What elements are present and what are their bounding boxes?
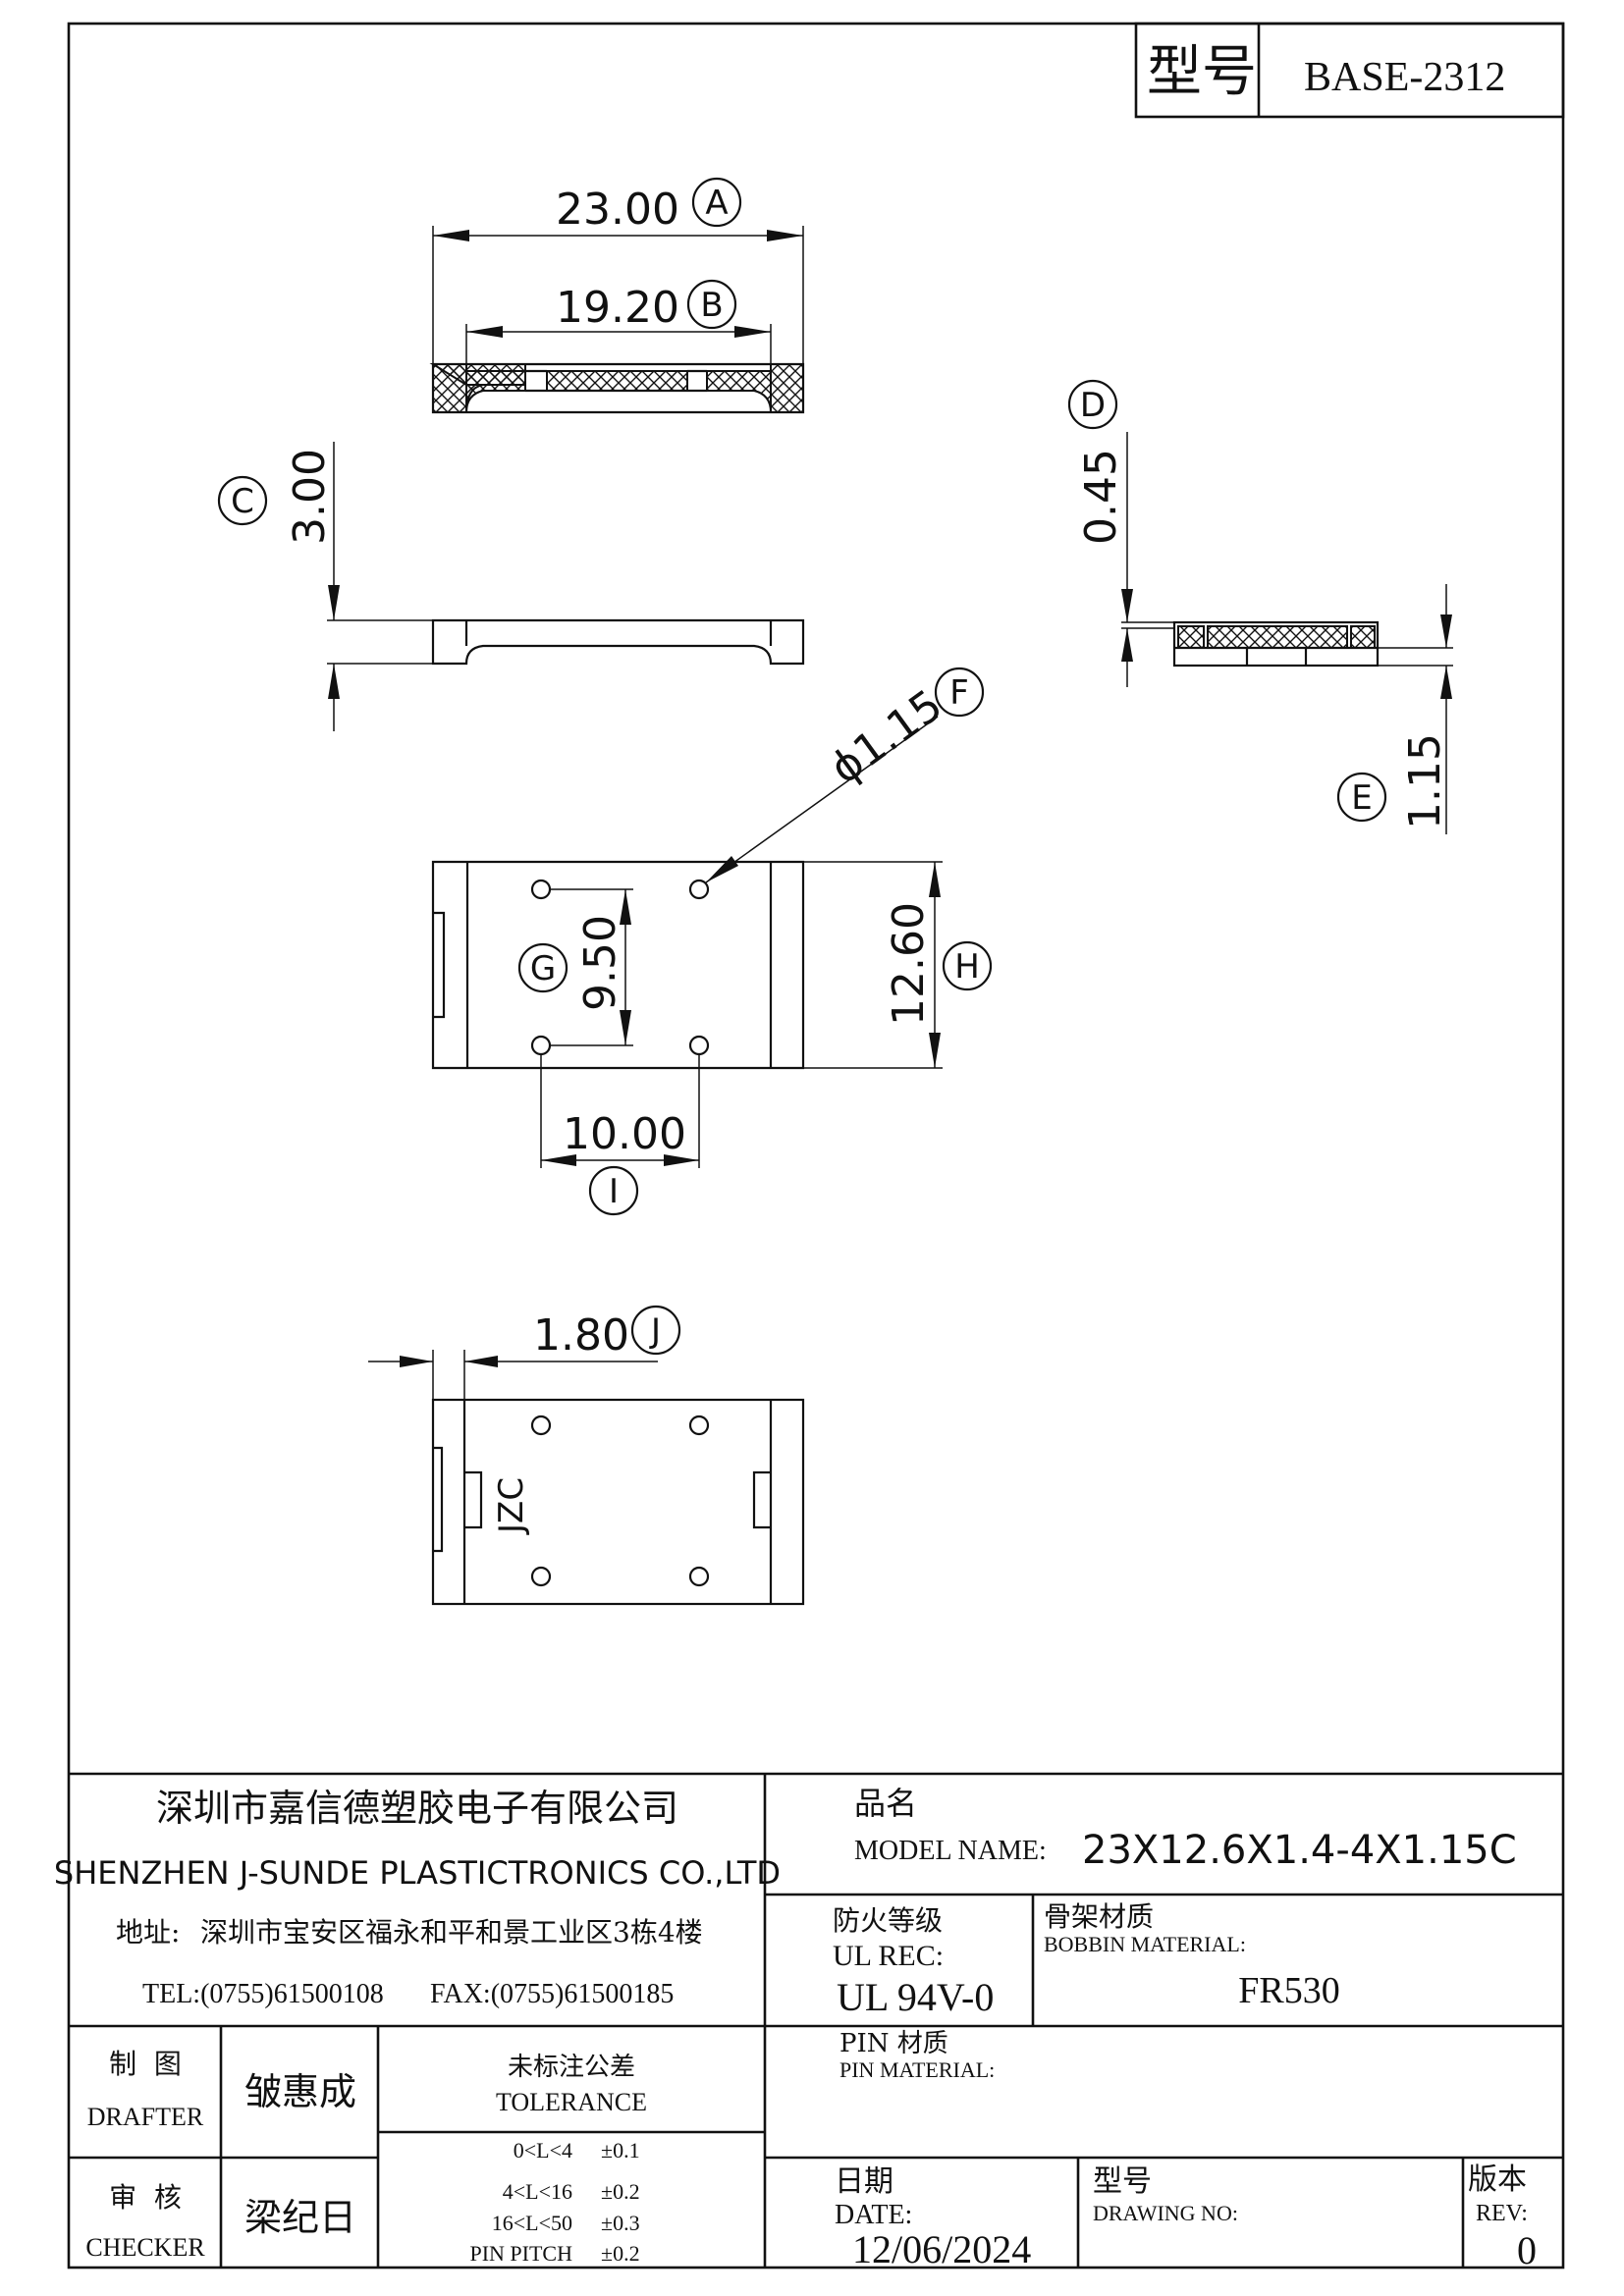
dim-h-letter: H: [954, 947, 980, 987]
pin-hole: [688, 1415, 710, 1436]
pin-hole: [688, 1566, 710, 1587]
tolerance-value: ±0.3: [601, 2211, 640, 2235]
tolerance-label-en: TOLERANCE: [496, 2088, 647, 2116]
plan-view: ϕ1.15 F 9.50 G 12.60 H 10.00 I: [431, 667, 993, 1216]
tolerance-range: 0<L<4: [514, 2138, 572, 2163]
company-name-cn: 深圳市嘉信德塑胶电子有限公司: [156, 1787, 678, 1830]
bobbin-material-value: FR530: [1238, 1970, 1339, 2011]
section-view-top: 23.00 A 19.20 B: [429, 177, 805, 414]
title-block: 深圳市嘉信德塑胶电子有限公司 SHENZHEN J-SUNDE PLASTICT…: [54, 1772, 1563, 2272]
drafter-label-en: DRAFTER: [87, 2103, 204, 2131]
pin-material-label-en: PIN MATERIAL:: [839, 2057, 995, 2082]
pin-hole: [688, 879, 710, 900]
dim-d-value: 0.45: [1076, 449, 1126, 545]
dim-j-value: 1.80: [533, 1310, 629, 1361]
model-label: 型号: [1147, 40, 1257, 104]
pin-hole: [530, 1415, 552, 1436]
checker-label-cn: 审 核: [109, 2181, 182, 2214]
checker-label-en: CHECKER: [85, 2233, 205, 2262]
product-label-cn: 品名: [854, 1785, 917, 1822]
dim-e-value: 1.15: [1400, 733, 1450, 829]
dim-c-value: 3.00: [285, 449, 335, 545]
dim-h-circle: [942, 940, 993, 991]
tolerance-range: 4<L<16: [503, 2179, 572, 2204]
tolerance-value: ±0.1: [601, 2138, 640, 2163]
drawing-no-label-cn: 型号: [1093, 2164, 1152, 2199]
date-label-en: DATE:: [835, 2200, 912, 2230]
dim-b-letter: B: [700, 286, 723, 325]
dim-i-value: 10.00: [563, 1109, 686, 1159]
tolerance-value: ±0.2: [601, 2179, 640, 2204]
address-label: 地址:: [116, 1916, 180, 1949]
dim-d-circle: [1067, 379, 1118, 430]
model-box: 型号 BASE-2312: [1134, 22, 1565, 119]
dim-j-circle: [630, 1305, 681, 1356]
tolerance-table: 0<L<4 ±0.1 4<L<16 ±0.2 16<L<50 ±0.3 PIN …: [469, 2138, 639, 2266]
dim-a-letter: A: [705, 184, 728, 223]
dim-g-letter: G: [530, 949, 556, 988]
dim-a-circle: [691, 177, 742, 228]
dim-g-circle: [517, 942, 568, 993]
dim-d-letter: D: [1080, 386, 1106, 425]
dim-b-circle: [686, 279, 737, 330]
tolerance-value: ±0.2: [601, 2241, 640, 2266]
product-value: 23X12.6X1.4-4X1.15C: [1082, 1828, 1517, 1873]
dim-f-circle: [934, 667, 985, 718]
company-tel: TEL:(0755)61500108: [142, 1979, 384, 2009]
date-value: 12/06/2024: [852, 2227, 1031, 2271]
pin-hole: [530, 879, 552, 900]
dim-h-value: 12.60: [884, 902, 934, 1026]
part-marking: JZC: [492, 1477, 531, 1535]
dim-f-letter: F: [949, 673, 969, 713]
checker-name: 梁纪日: [244, 2196, 356, 2239]
fire-rating-label-en: UL REC:: [833, 1940, 944, 1972]
side-view: 3.00 C: [217, 442, 805, 731]
dim-f-value: ϕ1.15: [821, 680, 951, 794]
revision-value: 0: [1517, 2228, 1537, 2272]
pin-material-label-cn: PIN 材质: [839, 2029, 948, 2058]
tolerance-range: PIN PITCH: [469, 2241, 572, 2266]
dim-e-letter: E: [1351, 778, 1372, 818]
dim-e-circle: [1336, 772, 1387, 823]
company-address: 深圳市宝安区福永和平和景工业区3栋4楼: [200, 1916, 703, 1949]
dim-c-circle: [217, 475, 268, 526]
company-name-en: SHENZHEN J-SUNDE PLASTICTRONICS CO.,LTD: [54, 1854, 781, 1892]
product-label-en: MODEL NAME:: [854, 1836, 1047, 1866]
tolerance-range: 16<L<50: [492, 2211, 572, 2235]
dim-b-value: 19.20: [556, 283, 679, 333]
section-view-right: 0.45 D 1.15 E: [1067, 379, 1453, 834]
drafter-label-cn: 制 图: [109, 2048, 182, 2080]
bobbin-material-label-en: BOBBIN MATERIAL:: [1044, 1932, 1246, 1956]
dim-g-value: 9.50: [575, 915, 625, 1011]
dim-i-letter: I: [609, 1172, 619, 1211]
revision-label-cn: 版本: [1468, 2163, 1527, 2197]
revision-label-en: REV:: [1476, 2201, 1528, 2226]
bottom-view: JZC 1.80 J: [368, 1305, 805, 1606]
drafter-name: 皱惠成: [244, 2070, 356, 2113]
pin-hole: [688, 1035, 710, 1056]
dim-i-circle: [588, 1165, 639, 1216]
company-fax: FAX:(0755)61500185: [430, 1979, 674, 2009]
dim-c-letter: C: [231, 482, 254, 521]
fire-rating-label-cn: 防火等级: [833, 1904, 943, 1937]
tolerance-label-cn: 未标注公差: [508, 2053, 635, 2082]
dim-a-value: 23.00: [556, 185, 679, 235]
sheet-frame: [67, 22, 1565, 2269]
bobbin-material-label-cn: 骨架材质: [1044, 1900, 1154, 1933]
drawing-no-label-en: DRAWING NO:: [1093, 2201, 1238, 2225]
pin-hole: [530, 1566, 552, 1587]
fire-rating-value: UL 94V-0: [837, 1975, 994, 2019]
date-label-cn: 日期: [835, 2164, 893, 2199]
dim-j-letter: J: [649, 1311, 661, 1351]
model-value: BASE-2312: [1304, 55, 1505, 100]
pin-hole: [530, 1035, 552, 1056]
